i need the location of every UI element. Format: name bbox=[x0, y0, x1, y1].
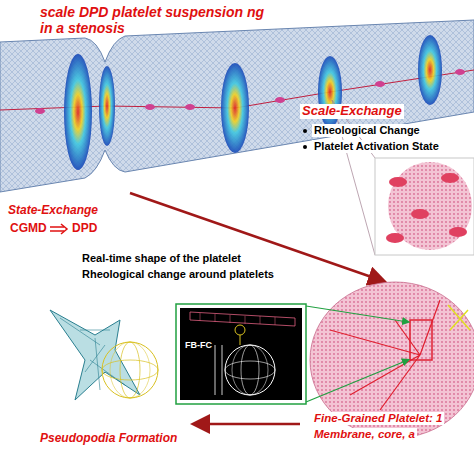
step-caption: Fine-Grained Platelet: 1 bbox=[312, 412, 444, 425]
flow-arrow bbox=[195, 423, 300, 426]
figure-title: scale DPD platelet suspension ng in a st… bbox=[40, 4, 265, 36]
fine-grained-platelet bbox=[310, 282, 474, 438]
bullets bbox=[303, 129, 307, 149]
model-tag: FB-FC bbox=[183, 340, 214, 350]
cgmd-dpd-arrow bbox=[50, 224, 67, 234]
model-name: DPD bbox=[70, 222, 99, 236]
cross-section-disks bbox=[64, 35, 442, 170]
bullet-text: Rheological Change bbox=[312, 124, 422, 137]
pseudopodia-model bbox=[50, 310, 158, 400]
scale-exchange-heading: Scale-Exchange bbox=[300, 104, 404, 119]
rbc-zoom-box bbox=[375, 158, 474, 255]
model-name: CGMD bbox=[8, 222, 49, 236]
step-caption: Membrane, core, a bbox=[312, 428, 417, 441]
note-text: Rheological change around platelets bbox=[80, 268, 276, 281]
note-text: Real-time shape of the platelet bbox=[80, 252, 243, 265]
state-exchange-heading: State-Exchange bbox=[6, 204, 100, 218]
zoom-arrows bbox=[306, 306, 408, 402]
fb-fc-model bbox=[176, 304, 306, 404]
bullet-text: Platelet Activation State bbox=[312, 140, 441, 153]
step-caption: Pseudopodia Formation bbox=[38, 432, 179, 446]
